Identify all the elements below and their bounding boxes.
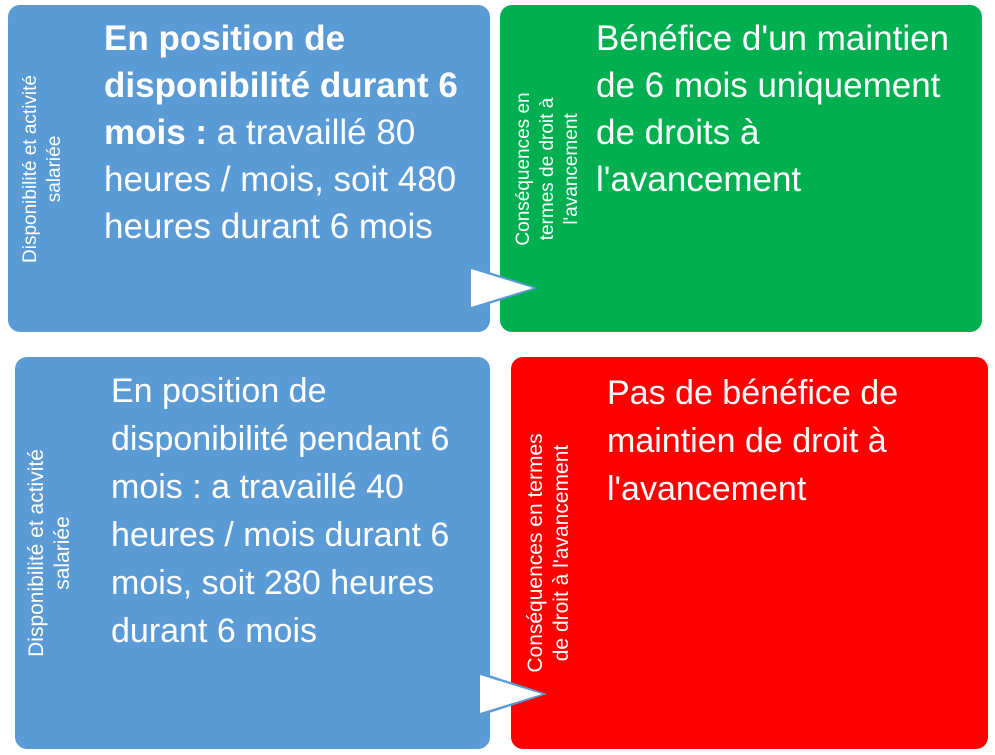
situation-box-1: Disponibilité et activité salariée En po… — [8, 5, 490, 332]
situation-text-bold: En position de disponibilité durant 6 mo… — [104, 19, 458, 152]
situation-text-rest: a travaillé 80 heures / mois, soit 480 h… — [104, 113, 457, 246]
side-label-line: termes de droit à — [536, 97, 558, 240]
side-label-line: Disponibilité et activité — [20, 74, 41, 263]
arrow-right-icon-1 — [468, 265, 538, 311]
situation-side-label-1: Disponibilité et activité salariée — [8, 5, 78, 332]
side-label-line: Disponibilité et activité — [25, 449, 48, 657]
consequence-text-2: Pas de bénéfice de maintien de droit à l… — [607, 374, 899, 508]
situation-text-2: En position de disponibilité pendant 6 m… — [111, 372, 450, 650]
situation-box-2: Disponibilité et activité salariée En po… — [15, 357, 490, 749]
consequence-text-1: Bénéfice d'un maintien de 6 mois uniquem… — [596, 19, 950, 199]
side-label-line: de droit à l'avancement — [549, 444, 573, 662]
situation-text-1: En position de disponibilité durant 6 mo… — [104, 15, 474, 250]
arrow-right-icon-2 — [477, 671, 547, 717]
side-label-line: salariée — [51, 516, 74, 590]
side-label-line: salariée — [44, 135, 65, 202]
situation-side-label-2: Disponibilité et activité salariée — [15, 357, 85, 749]
side-label-line: Conséquences en termes — [523, 433, 547, 673]
consequence-box-1: Conséquences en termes de droit à l'avan… — [500, 5, 982, 332]
side-label-line: Conséquences en — [512, 91, 534, 246]
side-label-line: l'avancement — [560, 112, 582, 225]
consequence-box-2: Conséquences en termes de droit à l'avan… — [511, 357, 988, 749]
